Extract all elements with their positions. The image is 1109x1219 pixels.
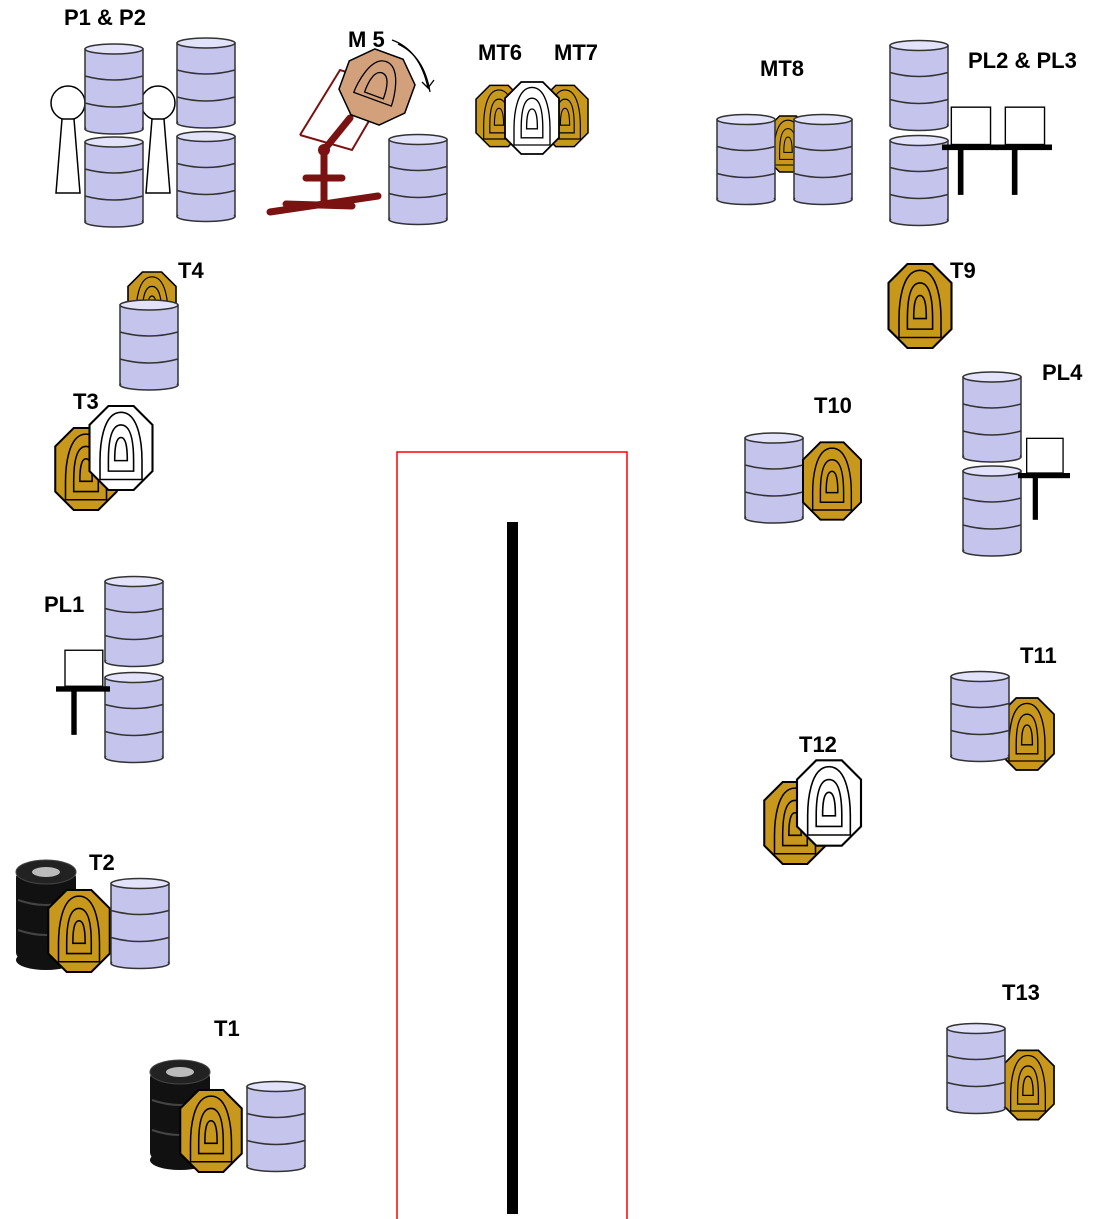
target-t13: T13 bbox=[946, 980, 1056, 1121]
label-pl4: PL4 bbox=[1042, 360, 1083, 385]
target-t2: T2 bbox=[14, 850, 170, 974]
label-mt6: MT6 bbox=[478, 40, 522, 65]
label-t1: T1 bbox=[214, 1016, 240, 1041]
label-t11: T11 bbox=[1020, 643, 1057, 668]
plate-pl1: PL1 bbox=[44, 575, 164, 764]
target-t1: T1 bbox=[148, 1016, 306, 1174]
label-mt8: MT8 bbox=[760, 56, 804, 81]
poppers-p1-p2: P1 & P2 bbox=[50, 5, 236, 228]
target-t9: T9 bbox=[887, 258, 976, 350]
label-t10: T10 bbox=[814, 393, 852, 418]
target-t3: T3 bbox=[54, 389, 154, 512]
label-t9: T9 bbox=[950, 258, 976, 283]
center-wall bbox=[507, 522, 518, 1214]
label-t12: T12 bbox=[799, 732, 837, 757]
fault-line bbox=[396, 451, 628, 1219]
label-t2: T2 bbox=[89, 850, 115, 875]
mover-target-icon bbox=[338, 48, 416, 126]
shooting-area bbox=[396, 451, 628, 1219]
mover-m5: M 5 bbox=[266, 27, 448, 226]
label-m5: M 5 bbox=[348, 27, 385, 52]
target-mt8: MT8 bbox=[716, 56, 853, 206]
label-pl1: PL1 bbox=[44, 592, 84, 617]
target-t10: T10 bbox=[744, 393, 863, 524]
label-t3: T3 bbox=[73, 389, 99, 414]
label-t13: T13 bbox=[1002, 980, 1040, 1005]
label-t4: T4 bbox=[178, 258, 204, 283]
plate-pl4: PL4 bbox=[962, 360, 1083, 557]
label-mt7: MT7 bbox=[554, 40, 598, 65]
target-t11: T11 bbox=[950, 643, 1057, 771]
label-pl2-pl3: PL2 & PL3 bbox=[968, 48, 1077, 73]
plates-pl2-pl3: PL2 & PL3 bbox=[889, 39, 1077, 227]
target-t4: T4 bbox=[119, 258, 204, 391]
target-t12: T12 bbox=[763, 732, 863, 866]
mover-frame bbox=[266, 114, 382, 216]
targets-mt6-mt7: MT6 MT7 bbox=[475, 40, 598, 155]
label-p1-p2: P1 & P2 bbox=[64, 5, 146, 30]
